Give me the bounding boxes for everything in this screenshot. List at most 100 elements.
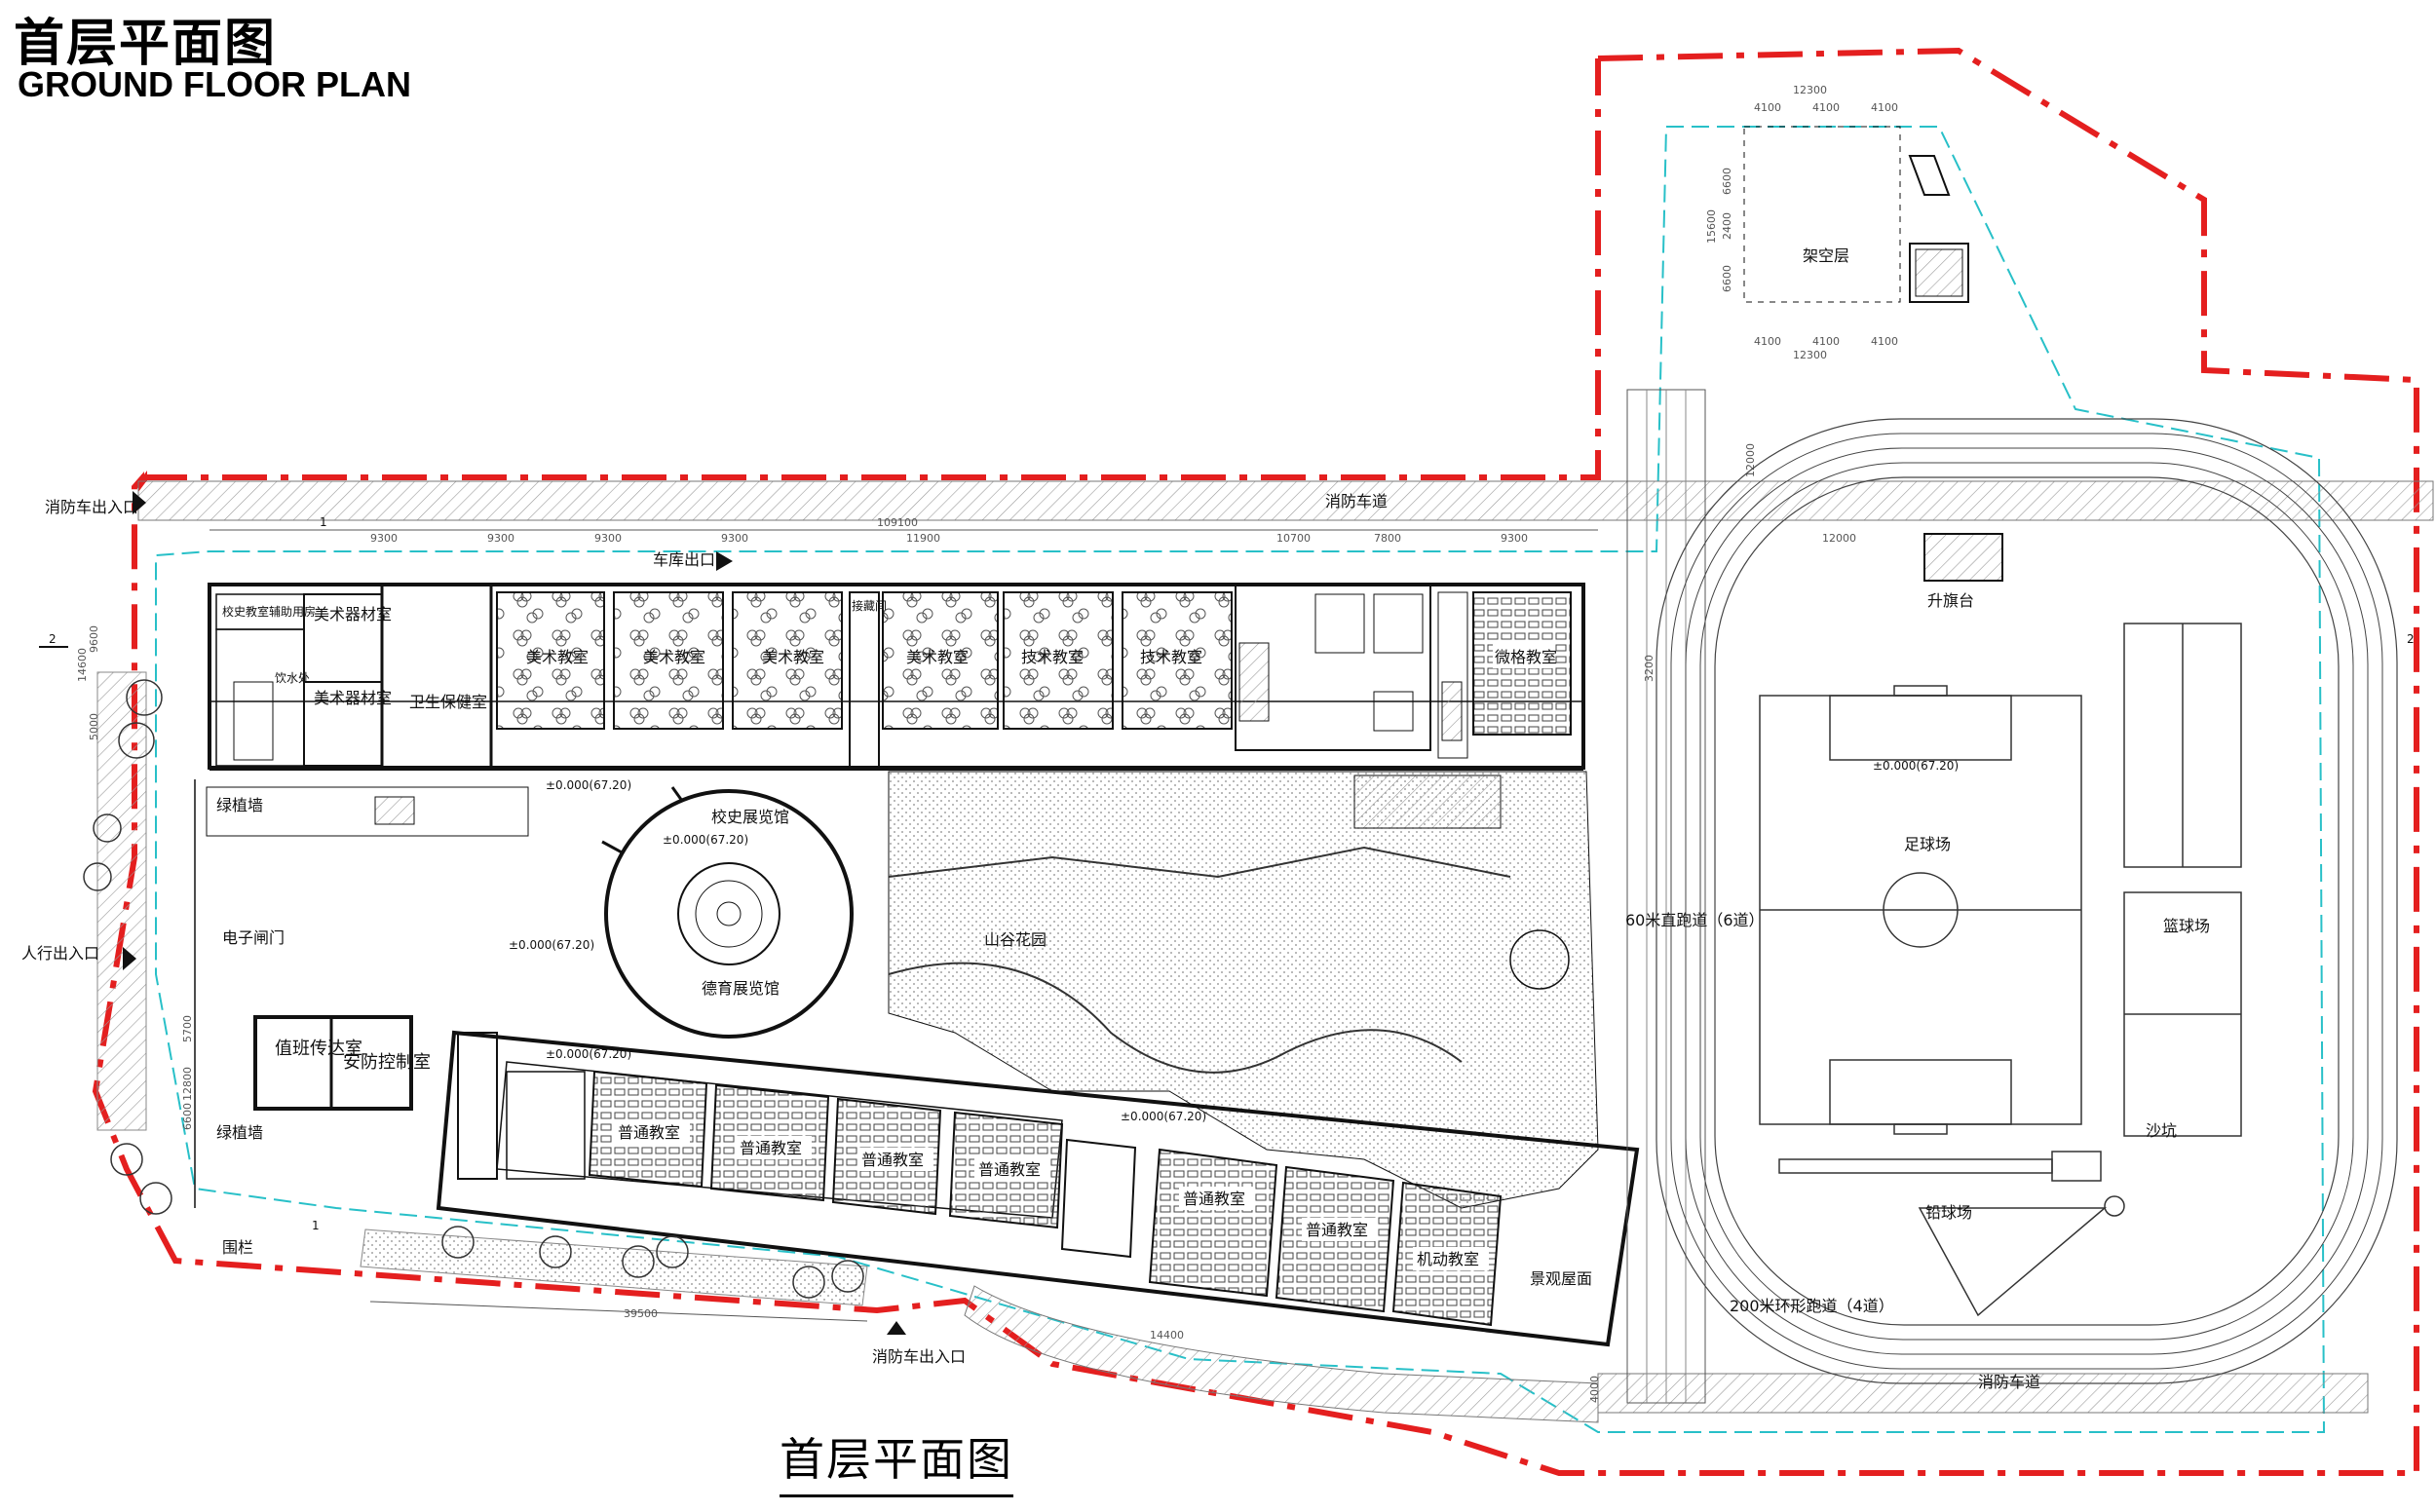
dim-9300-c: 9300 xyxy=(594,532,622,545)
dim-39500: 39500 xyxy=(624,1307,658,1320)
shotput-sector xyxy=(1918,1207,2108,1317)
flag-platform xyxy=(1923,533,2003,582)
room-flex: 机动教室 xyxy=(1417,1250,1479,1268)
green-wall-south-label: 绿植墙 xyxy=(216,1123,263,1142)
room-tech-2: 技术教室 xyxy=(1140,648,1202,666)
west-planting-strip xyxy=(96,671,147,1131)
room-health: 卫生保健室 xyxy=(409,693,487,711)
title-en: GROUND FLOOR PLAN xyxy=(18,64,411,104)
elevation-2: ±0.000(67.20) xyxy=(509,938,594,952)
room-art-equip-1: 美术器材室 xyxy=(314,605,392,624)
north-rooms: 校史教室辅助用房 饮水处 美术器材室 美术器材室 卫生保健室 美术教室 美术教室… xyxy=(215,583,1572,770)
fire-lane-north-label: 消防车道 xyxy=(1325,492,1388,510)
dim-4100-b: 4100 xyxy=(1812,101,1840,114)
room-art-2: 美术教室 xyxy=(643,648,705,666)
bottom-title: 首层平面图 xyxy=(780,1424,1013,1497)
elevation-3: ±0.000(67.20) xyxy=(663,833,748,847)
dim-4100-f: 4100 xyxy=(1871,335,1898,348)
south-planting xyxy=(360,1226,868,1306)
dim-5700: 5700 xyxy=(181,1015,194,1042)
moral-hall-label: 德育展览馆 xyxy=(702,979,780,998)
site-boundary-north xyxy=(141,58,1601,480)
gatehouse xyxy=(253,1015,413,1111)
dim-6600-c: 6600 xyxy=(1721,265,1733,292)
room-microteach: 微格教室 xyxy=(1495,648,1557,666)
room-classroom-2: 普通教室 xyxy=(740,1139,802,1157)
dim-7800: 7800 xyxy=(1374,532,1401,545)
fire-lane-south-label: 消防车道 xyxy=(1978,1373,2040,1391)
dim-4100-a: 4100 xyxy=(1754,101,1781,114)
dim-10700: 10700 xyxy=(1276,532,1311,545)
straight-track-label: 60米直跑道（6道） xyxy=(1625,911,1765,929)
room-art-equip-2: 美术器材室 xyxy=(314,689,392,707)
dim-top-total: 109100 xyxy=(877,516,918,529)
fire-entrance-south-label: 消防车出入口 xyxy=(872,1347,966,1366)
room-classroom-6: 普通教室 xyxy=(1306,1221,1368,1239)
flag-platform-label: 升旗台 xyxy=(1927,591,1974,610)
room-classroom-1: 普通教室 xyxy=(618,1123,680,1142)
room-classroom-3: 普通教室 xyxy=(861,1151,924,1169)
security-room-label: 安防控制室 xyxy=(343,1052,431,1073)
valley-garden-label: 山谷花园 xyxy=(984,930,1047,949)
exhibition-halls xyxy=(601,786,854,1039)
dim-4000: 4000 xyxy=(1588,1376,1601,1403)
running-track xyxy=(1656,418,2398,1384)
dim-12300-top: 12300 xyxy=(1793,84,1827,96)
elevation-5: ±0.000(67.20) xyxy=(1121,1110,1206,1123)
dim-9600: 9600 xyxy=(88,625,100,653)
dim-12300-bottom: 12300 xyxy=(1793,349,1827,361)
fence-label: 围栏 xyxy=(222,1238,253,1257)
football-field-label: 足球场 xyxy=(1904,835,1951,853)
section-2-right: 2 xyxy=(2407,632,2415,646)
dim-9300-b: 9300 xyxy=(487,532,514,545)
duty-room-label: 值班传达室 xyxy=(275,1039,362,1059)
garage-exit-arrow xyxy=(716,551,733,571)
sandpit-label: 沙坑 xyxy=(2146,1121,2177,1140)
dim-9300-e: 9300 xyxy=(1501,532,1528,545)
dim-3200: 3200 xyxy=(1643,655,1656,682)
dim-4100-e: 4100 xyxy=(1812,335,1840,348)
room-aux-label: 校史教室辅助用房 xyxy=(222,604,316,619)
fire-entrance-west-label: 消防车出入口 xyxy=(45,498,138,516)
elevation-4: ±0.000(67.20) xyxy=(546,1047,631,1061)
elevated-floor-label: 架空层 xyxy=(1803,246,1849,265)
dim-6600-a: 6600 xyxy=(1721,168,1733,195)
dim-2400: 2400 xyxy=(1721,212,1733,240)
room-storage: 接藏间 xyxy=(852,598,887,613)
green-wall-north-label: 绿植墙 xyxy=(216,796,263,814)
room-classroom-4: 普通教室 xyxy=(978,1160,1041,1179)
fire-entrance-west-arrow xyxy=(133,491,146,514)
valley-garden xyxy=(888,771,1599,1209)
dim-5000: 5000 xyxy=(88,713,100,740)
fire-lane-south xyxy=(964,1285,1599,1423)
dim-4100-d: 4100 xyxy=(1754,335,1781,348)
trees-west xyxy=(83,679,172,1215)
section-1-top: 1 xyxy=(320,515,327,529)
elevation-6: ±0.000(67.20) xyxy=(1873,759,1959,773)
fire-lane-north xyxy=(137,480,2434,521)
section-1-bottom: 1 xyxy=(312,1219,320,1232)
room-classroom-5: 普通教室 xyxy=(1183,1190,1245,1208)
dim-4100-c: 4100 xyxy=(1871,101,1898,114)
dim-11900: 11900 xyxy=(906,532,940,545)
title-cn: 首层平面图 xyxy=(14,15,278,73)
room-art-4: 美术教室 xyxy=(906,648,969,666)
long-jump xyxy=(1778,1151,2102,1182)
basketball-court-label: 篮球场 xyxy=(2163,917,2210,935)
dim-12800: 12800 xyxy=(181,1067,194,1101)
dim-14600: 14600 xyxy=(76,648,89,682)
room-water-label: 饮水处 xyxy=(275,671,310,685)
dim-12000-h: 12000 xyxy=(1822,532,1856,545)
history-hall-label: 校史展览馆 xyxy=(711,808,789,826)
football-field xyxy=(1759,685,2082,1135)
room-art-3: 美术教室 xyxy=(762,648,824,666)
courtyard xyxy=(194,779,529,1208)
fire-lane-south-straight xyxy=(1597,1373,2369,1414)
side-courts xyxy=(2123,623,2242,1137)
section-2-left: 2 xyxy=(49,632,57,646)
garage-exit-label: 车库出口 xyxy=(653,550,715,569)
pedestrian-entrance-arrow xyxy=(123,947,136,970)
room-tech-1: 技术教室 xyxy=(1021,648,1084,666)
elevated-block xyxy=(1743,126,1969,303)
